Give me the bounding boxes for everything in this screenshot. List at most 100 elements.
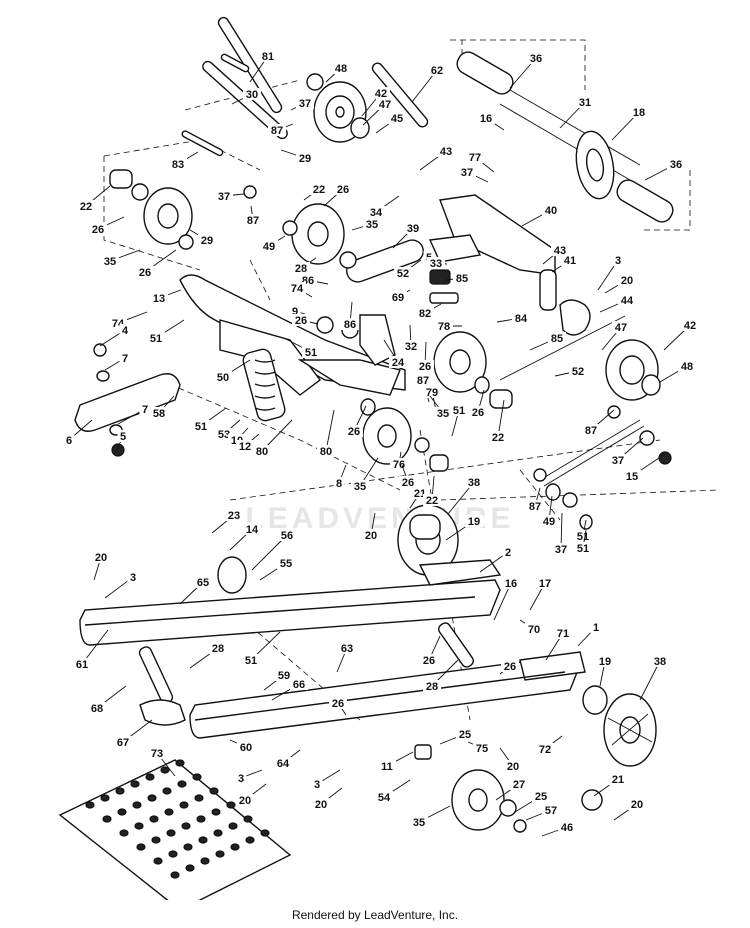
callout-label: 26 — [332, 698, 344, 710]
callout-64: 64 — [274, 749, 301, 770]
callout-56: 56 — [251, 529, 296, 571]
callout-label: 78 — [438, 321, 450, 333]
callout-label: 55 — [280, 558, 292, 570]
callout-83: 83 — [169, 151, 199, 171]
callout-background — [526, 500, 544, 512]
callout-label: 2 — [505, 547, 511, 559]
callout-label: 72 — [539, 744, 551, 756]
callout-label: 18 — [633, 107, 645, 119]
callout-66: 66 — [271, 678, 308, 701]
callout-label: 51 — [453, 405, 465, 417]
track-cleat — [85, 801, 95, 809]
callout-label: 22 — [426, 495, 438, 507]
callout-22: 22 — [303, 183, 328, 201]
callout-background — [473, 742, 491, 754]
track-cleat — [177, 780, 187, 788]
callout-leader-line — [497, 399, 505, 438]
callout-label: 26 — [139, 267, 151, 279]
callout-label: 87 — [247, 215, 259, 227]
callout-19: 19 — [445, 515, 483, 541]
callout-26: 26 — [89, 216, 125, 236]
rear-arm-assembly — [346, 194, 591, 336]
callout-35: 35 — [410, 805, 451, 829]
callout-background — [389, 291, 407, 303]
callout-background — [296, 97, 314, 109]
callout-background — [410, 816, 428, 828]
callout-background — [317, 445, 335, 457]
callout-background — [225, 509, 243, 521]
callout-28: 28 — [189, 642, 227, 669]
track-cleat — [130, 780, 140, 788]
callout-46: 46 — [541, 821, 576, 837]
callout-69: 69 — [389, 289, 411, 304]
callout-background — [63, 434, 75, 446]
callout-6: 6 — [63, 419, 93, 447]
callout-label: 20 — [507, 761, 519, 773]
callout-51: 51 — [283, 337, 320, 359]
callout-background — [678, 360, 696, 372]
callout-47: 47 — [362, 98, 394, 126]
callout-label: 41 — [564, 255, 576, 267]
callout-21: 21 — [409, 487, 429, 509]
callout-background — [596, 655, 614, 667]
callout-background — [139, 403, 151, 415]
footer-credit: Rendered by LeadVenture, Inc. — [291, 908, 459, 922]
callout-background — [390, 458, 408, 470]
callout-label: 28 — [295, 263, 307, 275]
callout-label: 22 — [313, 184, 325, 196]
callout-label: 52 — [572, 366, 584, 378]
callout-31: 31 — [559, 96, 594, 129]
callout-label: 7 — [142, 404, 148, 416]
callout-label: 62 — [431, 65, 443, 77]
callout-label: 66 — [293, 679, 305, 691]
callout-26: 26 — [345, 405, 367, 438]
callout-label: 52 — [397, 268, 409, 280]
callout-26: 26 — [323, 183, 352, 207]
callout-label: 68 — [91, 703, 103, 715]
callout-background — [375, 791, 393, 803]
callout-background — [89, 223, 107, 235]
track-cleat — [243, 815, 253, 823]
callout-background — [260, 240, 278, 252]
callout-label: 85 — [551, 333, 563, 345]
track-cleat — [226, 801, 236, 809]
callout-background — [609, 454, 627, 466]
callout-5: 5 — [116, 430, 129, 451]
callout-label: 56 — [281, 530, 293, 542]
callout-22: 22 — [423, 475, 441, 507]
callout-background — [192, 420, 210, 432]
track-cleat — [200, 857, 210, 865]
callout-background — [372, 87, 390, 99]
callout-background — [73, 658, 91, 670]
callout-background — [465, 515, 483, 527]
callout-34: 34 — [367, 195, 400, 219]
callout-background — [237, 741, 255, 753]
callout-51: 51 — [574, 519, 592, 543]
callout-label: 22 — [492, 432, 504, 444]
callout-58: 58 — [150, 395, 175, 420]
callout-background — [244, 214, 262, 226]
track-cleat — [185, 864, 195, 872]
callout-16: 16 — [477, 112, 505, 131]
track-cleat — [228, 822, 238, 830]
track-cleat — [102, 815, 112, 823]
callout-label: 26 — [92, 224, 104, 236]
callout-26: 26 — [292, 314, 319, 327]
callout-label: 20 — [315, 799, 327, 811]
callout-label: 82 — [419, 308, 431, 320]
callout-label: 54 — [378, 792, 391, 804]
track-cleat — [245, 836, 255, 844]
callout-13: 13 — [150, 289, 182, 305]
callout-label: 43 — [440, 146, 452, 158]
callout-background — [288, 282, 306, 294]
track-cleat — [175, 759, 185, 767]
callout-label: 16 — [480, 113, 492, 125]
callout-background — [681, 319, 699, 331]
callout-background — [268, 124, 286, 136]
callout-20: 20 — [236, 783, 267, 807]
callout-background — [277, 557, 295, 569]
callout-72: 72 — [536, 735, 563, 756]
callout-label: 22 — [80, 201, 92, 213]
callout-background — [552, 543, 570, 555]
callout-background — [236, 794, 254, 806]
